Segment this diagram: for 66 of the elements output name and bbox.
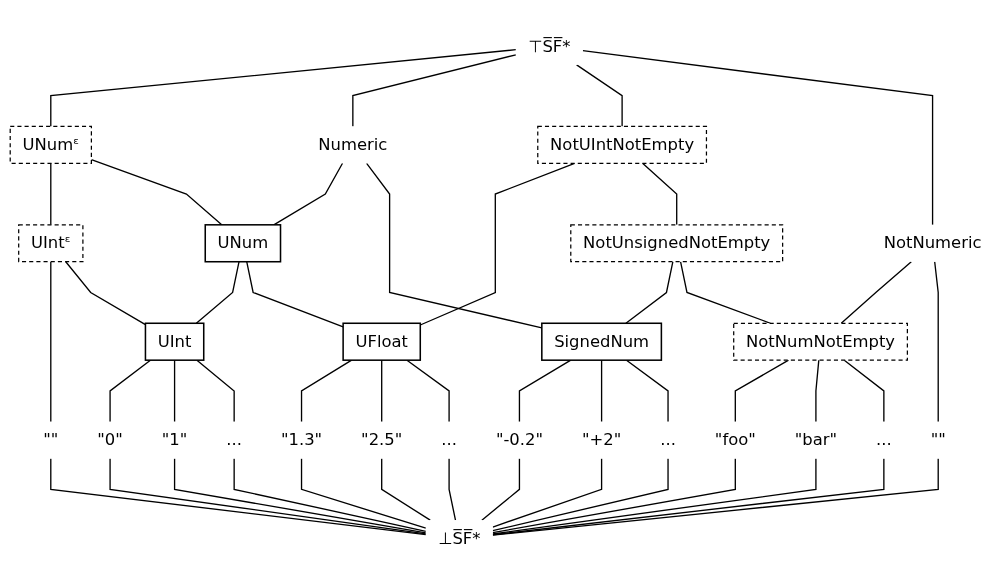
connector xyxy=(109,359,152,423)
node-box: UIntᵋ xyxy=(18,224,84,263)
node-text: "" xyxy=(43,429,59,450)
connector xyxy=(109,457,427,535)
node-text: "1.3" xyxy=(280,429,323,450)
connector xyxy=(840,261,912,324)
connector xyxy=(492,457,603,528)
connector xyxy=(641,162,678,226)
connector xyxy=(246,261,344,328)
connector xyxy=(679,261,772,324)
connector xyxy=(582,50,934,226)
connector xyxy=(448,457,457,521)
node-text: ⊤S̅F̅* xyxy=(528,36,571,56)
connector xyxy=(50,162,52,226)
connector xyxy=(934,261,939,423)
connector xyxy=(381,359,383,423)
connector xyxy=(625,261,674,324)
node-box: NotUnsignedNotEmpty xyxy=(570,224,784,263)
connector xyxy=(50,261,52,423)
node-text: ... xyxy=(876,429,892,450)
node-text: "1" xyxy=(161,429,188,450)
node-text: ... xyxy=(441,429,457,450)
connector xyxy=(492,457,669,532)
node-text: ... xyxy=(660,429,676,450)
connector xyxy=(575,64,623,128)
node-box: NotNumNotEmpty xyxy=(733,322,908,361)
connector xyxy=(65,261,147,326)
node-text: "-0.2" xyxy=(495,429,543,450)
connector xyxy=(600,359,603,423)
node-box: UInt xyxy=(144,322,205,361)
node-text: NotNumeric xyxy=(883,233,982,253)
node-text: "foo" xyxy=(714,429,756,450)
connector xyxy=(352,54,517,128)
node-text: ⊥S̅F̅* xyxy=(438,528,481,548)
node-box: NotUIntNotEmpty xyxy=(537,125,708,164)
connector xyxy=(815,359,820,423)
connector xyxy=(50,49,517,128)
connector xyxy=(492,457,736,534)
connector xyxy=(734,359,790,423)
node-box: UNumᵋ xyxy=(9,125,92,164)
connector xyxy=(406,359,450,423)
connector xyxy=(273,162,344,226)
connector xyxy=(518,359,572,423)
connector xyxy=(843,359,885,423)
connector xyxy=(173,359,176,423)
connector xyxy=(196,359,235,423)
node-text: Numeric xyxy=(318,134,388,155)
node-text: "bar" xyxy=(794,429,838,450)
connector xyxy=(300,359,353,423)
connector xyxy=(300,457,427,529)
node-box: UFloat xyxy=(342,322,422,361)
node-box: SignedNum xyxy=(541,322,663,361)
connector xyxy=(381,457,431,521)
node-text: "0" xyxy=(97,429,123,450)
connector xyxy=(173,457,427,534)
node-text: "+2" xyxy=(581,429,622,450)
connector xyxy=(50,457,427,536)
connector xyxy=(233,457,427,532)
node-text: "" xyxy=(930,429,946,450)
connector xyxy=(492,457,817,535)
node-box: UNum xyxy=(204,224,282,263)
connector xyxy=(481,457,521,521)
connector xyxy=(625,359,669,423)
connector xyxy=(195,261,240,324)
node-text: ... xyxy=(226,429,242,450)
node-text: "2.5" xyxy=(361,429,403,450)
